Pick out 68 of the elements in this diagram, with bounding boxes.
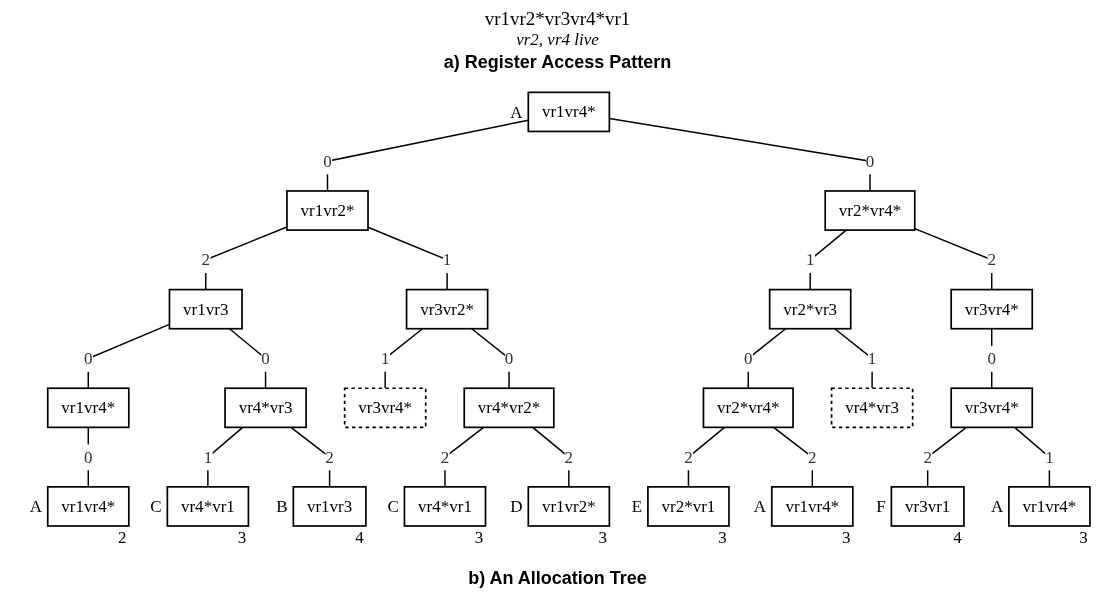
edge-label: 1 <box>1045 447 1054 466</box>
access-sequence: vr1vr2*vr3vr4*vr1 <box>483 8 632 30</box>
node-letter: C <box>150 497 162 517</box>
node-letter: A <box>753 497 767 517</box>
edge-label: 0 <box>504 349 514 368</box>
edge-label: 0 <box>865 151 875 170</box>
node-box: vr3vr4* <box>950 288 1034 330</box>
edge-label: 1 <box>805 250 815 269</box>
node-box: vr1vr3 <box>292 486 367 527</box>
edge-label: 2 <box>923 447 932 466</box>
node-letter: A <box>29 497 43 517</box>
node-letter: F <box>876 497 886 517</box>
node-letter: A <box>510 102 523 122</box>
node-number: 2 <box>118 528 127 547</box>
node-number: 3 <box>237 528 247 547</box>
node-box: vr1vr2* <box>286 190 369 231</box>
node-box: vr4*vr2* <box>463 387 555 429</box>
node-number: 3 <box>1079 528 1088 547</box>
node-number: 3 <box>474 528 484 547</box>
node-box: vr2*vr4* <box>702 387 794 429</box>
edge-label: 0 <box>84 349 93 368</box>
node-box: vr1vr2* <box>527 486 611 527</box>
node-box: vr3vr2* <box>405 288 489 330</box>
node-letter: B <box>276 497 288 517</box>
node-box: vr3vr4* <box>343 387 427 429</box>
node-box: vr1vr3 <box>168 288 243 330</box>
node-number: 3 <box>842 528 851 547</box>
edge-label: 2 <box>987 250 996 269</box>
node-letter: C <box>387 497 399 517</box>
edge-label: 0 <box>744 349 753 368</box>
caption: b) An Allocation Tree <box>468 568 647 589</box>
node-box: vr4*vr1 <box>166 486 250 527</box>
edge-label: 2 <box>201 250 211 269</box>
node-letter: E <box>631 497 643 517</box>
edge-label: 1 <box>380 349 390 368</box>
node-box: vr2*vr4* <box>824 190 916 231</box>
node-box: vr1vr4* <box>770 486 854 527</box>
edge-label: 1 <box>203 447 213 466</box>
node-number: 3 <box>718 528 727 547</box>
node-box: vr4*vr1 <box>403 486 487 527</box>
node-box: vr1vr4* <box>46 387 130 429</box>
node-letter: D <box>510 497 523 517</box>
node-box: vr2*vr3 <box>768 288 852 330</box>
edge-label: 2 <box>684 447 693 466</box>
node-box: vr1vr4* <box>1008 486 1091 527</box>
edge-label: 2 <box>325 447 334 466</box>
edge-label: 0 <box>987 349 996 368</box>
edge-label: 1 <box>442 250 452 269</box>
node-letter: A <box>990 497 1004 517</box>
edge-label: 0 <box>84 447 93 466</box>
node-box: vr2*vr1 <box>647 486 730 527</box>
node-number: 4 <box>953 528 962 547</box>
edge-label: 2 <box>564 447 574 466</box>
edge-label: 2 <box>440 447 450 466</box>
edge-label: 2 <box>808 447 817 466</box>
node-box: vr3vr1 <box>890 486 965 527</box>
node-box: vr1vr4* <box>527 91 611 133</box>
node-box: vr1vr4* <box>46 486 130 527</box>
edge-label: 0 <box>261 349 270 368</box>
note: vr2, vr4 live <box>515 30 600 50</box>
node-number: 3 <box>598 528 608 547</box>
node-box: vr3vr4* <box>950 387 1034 429</box>
node-box: vr4*vr3 <box>224 387 307 429</box>
edge-label: 1 <box>867 349 877 368</box>
edge-label: 0 <box>323 151 332 170</box>
heading: a) Register Access Pattern <box>443 52 672 73</box>
node-number: 4 <box>355 528 364 547</box>
node-box: vr4*vr3 <box>830 387 914 429</box>
